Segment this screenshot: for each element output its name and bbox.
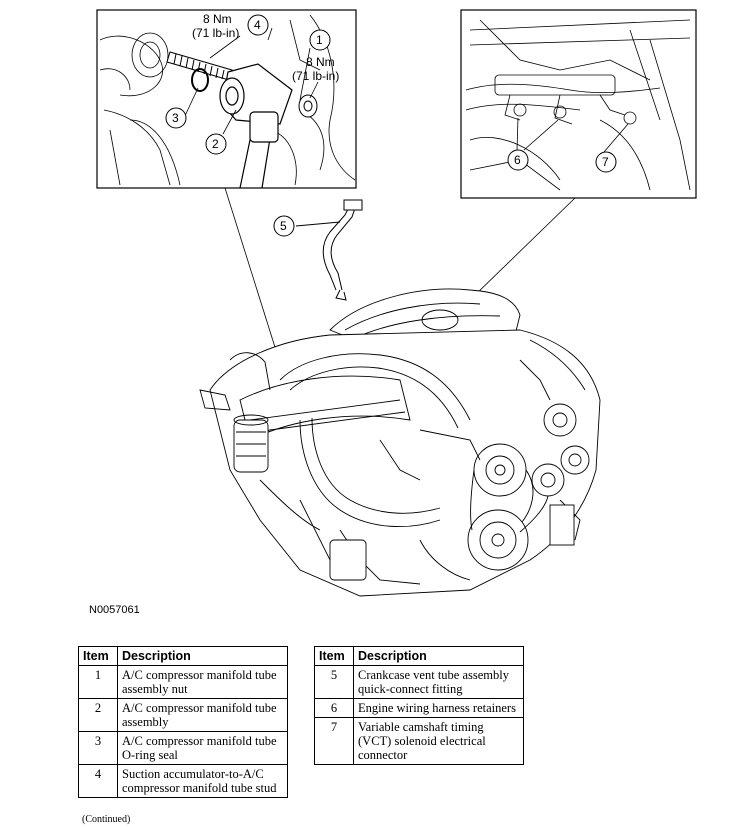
table-row: 7 Variable camshaft timing (VCT) solenoi… — [314, 717, 524, 765]
callout-1 — [309, 29, 331, 51]
header-item: Item — [314, 646, 354, 666]
callout-label-1: 1 — [316, 33, 323, 47]
table-row: 1 A/C compressor manifold tube assembly … — [78, 665, 288, 699]
detail-inset-right: 6 7 — [460, 9, 697, 199]
item-description: A/C compressor manifold tube assembly — [117, 698, 288, 732]
callout-5 — [273, 215, 295, 237]
item-number: 5 — [314, 665, 354, 699]
header-description: Description — [353, 646, 524, 666]
item-number: 2 — [78, 698, 118, 732]
item-number: 1 — [78, 665, 118, 699]
table-row: 3 A/C compressor manifold tube O-ring se… — [78, 731, 288, 765]
callout-label-4: 4 — [254, 18, 261, 32]
callout-2 — [205, 133, 227, 155]
table-row: 5 Crankcase vent tube assembly quick-con… — [314, 665, 524, 699]
item-number: 3 — [78, 731, 118, 765]
callout-label-3: 3 — [172, 111, 179, 125]
callout-4 — [247, 14, 269, 36]
engine-diagram: 4 1 3 2 8 Nm (71 lb-in) 8 Nm (71 lb-in) — [96, 9, 697, 597]
table-header-row: Item Description — [78, 646, 288, 666]
item-table-left: Item Description 1 A/C compressor manifo… — [78, 646, 288, 798]
callout-label-2: 2 — [212, 137, 219, 151]
crankcase-vent-tube — [295, 199, 363, 301]
torque-right-value: 8 Nm — [306, 55, 335, 69]
callout-label-5: 5 — [280, 219, 287, 233]
item-description: A/C compressor manifold tube assembly nu… — [117, 665, 288, 699]
callout-6 — [507, 149, 529, 171]
callout-7 — [595, 151, 617, 173]
detail-inset-left: 4 1 3 2 8 Nm (71 lb-in) 8 Nm (71 lb-in) — [96, 9, 357, 189]
engine-assembly — [199, 288, 601, 597]
torque-upper-unit: (71 lb-in) — [192, 26, 239, 40]
callout-3 — [165, 107, 187, 129]
table-row: 4 Suction accumulator-to-A/C compressor … — [78, 764, 288, 798]
item-number: 6 — [314, 698, 354, 718]
continued-note: (Continued) — [82, 814, 131, 825]
item-description: Suction accumulator-to-A/C compressor ma… — [117, 764, 288, 798]
item-description: A/C compressor manifold tube O-ring seal — [117, 731, 288, 765]
item-description: Variable camshaft timing (VCT) solenoid … — [353, 717, 524, 765]
item-number: 7 — [314, 717, 354, 765]
callout-label-6: 6 — [514, 153, 521, 167]
torque-upper-value: 8 Nm — [203, 12, 232, 26]
header-item: Item — [78, 646, 118, 666]
item-number: 4 — [78, 764, 118, 798]
callout-label-7: 7 — [602, 155, 609, 169]
item-description: Crankcase vent tube assembly quick-conne… — [353, 665, 524, 699]
item-table-right: Item Description 5 Crankcase vent tube a… — [314, 646, 524, 765]
item-description: Engine wiring harness retainers — [353, 698, 524, 718]
table-row: 2 A/C compressor manifold tube assembly — [78, 698, 288, 732]
torque-right-unit: (71 lb-in) — [292, 69, 339, 83]
table-row: 6 Engine wiring harness retainers — [314, 698, 524, 718]
table-header-row: Item Description — [314, 646, 524, 666]
figure-id: N0057061 — [89, 604, 140, 616]
header-description: Description — [117, 646, 288, 666]
